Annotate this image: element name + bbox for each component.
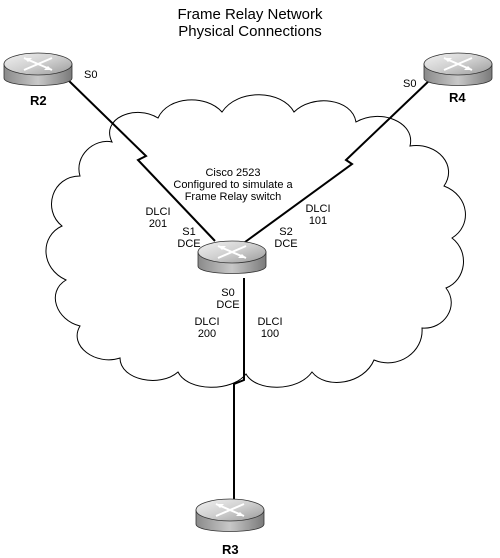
switch-description: Cisco 2523 Configured to simulate a Fram…: [171, 167, 295, 203]
switch-s1-label: S1 DCE: [176, 226, 202, 250]
dlci-100: DLCI 100: [256, 316, 284, 340]
switch-line-3: Frame Relay switch: [184, 191, 282, 203]
diagram-title: Frame Relay Network Physical Connections: [0, 6, 500, 40]
dlci-label: DLCI: [194, 316, 220, 328]
router-icon: [197, 240, 267, 274]
switch-s0-label: S0 DCE: [215, 287, 241, 311]
switch-line-2: Configured to simulate a: [173, 179, 293, 191]
dlci-label: DLCI: [305, 203, 331, 215]
port-role: DCE: [216, 299, 240, 311]
dlci-value: 200: [197, 328, 217, 340]
port-name: S2: [279, 226, 293, 238]
link-r4-switch: [240, 77, 433, 246]
title-line-1: Frame Relay Network: [177, 6, 323, 23]
port-name: S1: [182, 226, 196, 238]
dlci-101: DLCI 101: [304, 203, 332, 227]
link-r2-switch: [65, 77, 216, 242]
port-name: S0: [221, 287, 235, 299]
dlci-value: 101: [308, 215, 328, 227]
router-r3-label: R3: [222, 542, 239, 557]
router-r4-label: R4: [449, 90, 466, 105]
link-r3-switch: [233, 278, 245, 506]
title-line-2: Physical Connections: [178, 23, 322, 40]
router-icon: [3, 52, 73, 86]
router-icon: [195, 498, 265, 532]
dlci-value: 100: [260, 328, 280, 340]
router-icon: [423, 52, 493, 86]
dlci-label: DLCI: [257, 316, 283, 328]
router-r2-label: R2: [30, 93, 47, 108]
dlci-200: DLCI 200: [193, 316, 221, 340]
switch-line-1: Cisco 2523: [205, 167, 261, 179]
port-role: DCE: [274, 238, 298, 250]
port-role: DCE: [177, 238, 201, 250]
r2-s0-label: S0: [84, 69, 98, 81]
dlci-label: DLCI: [145, 206, 171, 218]
cloud-icon: [45, 94, 466, 388]
dlci-201: DLCI 201: [144, 206, 172, 230]
dlci-value: 201: [148, 218, 168, 230]
switch-s2-label: S2 DCE: [273, 226, 299, 250]
r4-s0-label: S0: [403, 78, 417, 90]
